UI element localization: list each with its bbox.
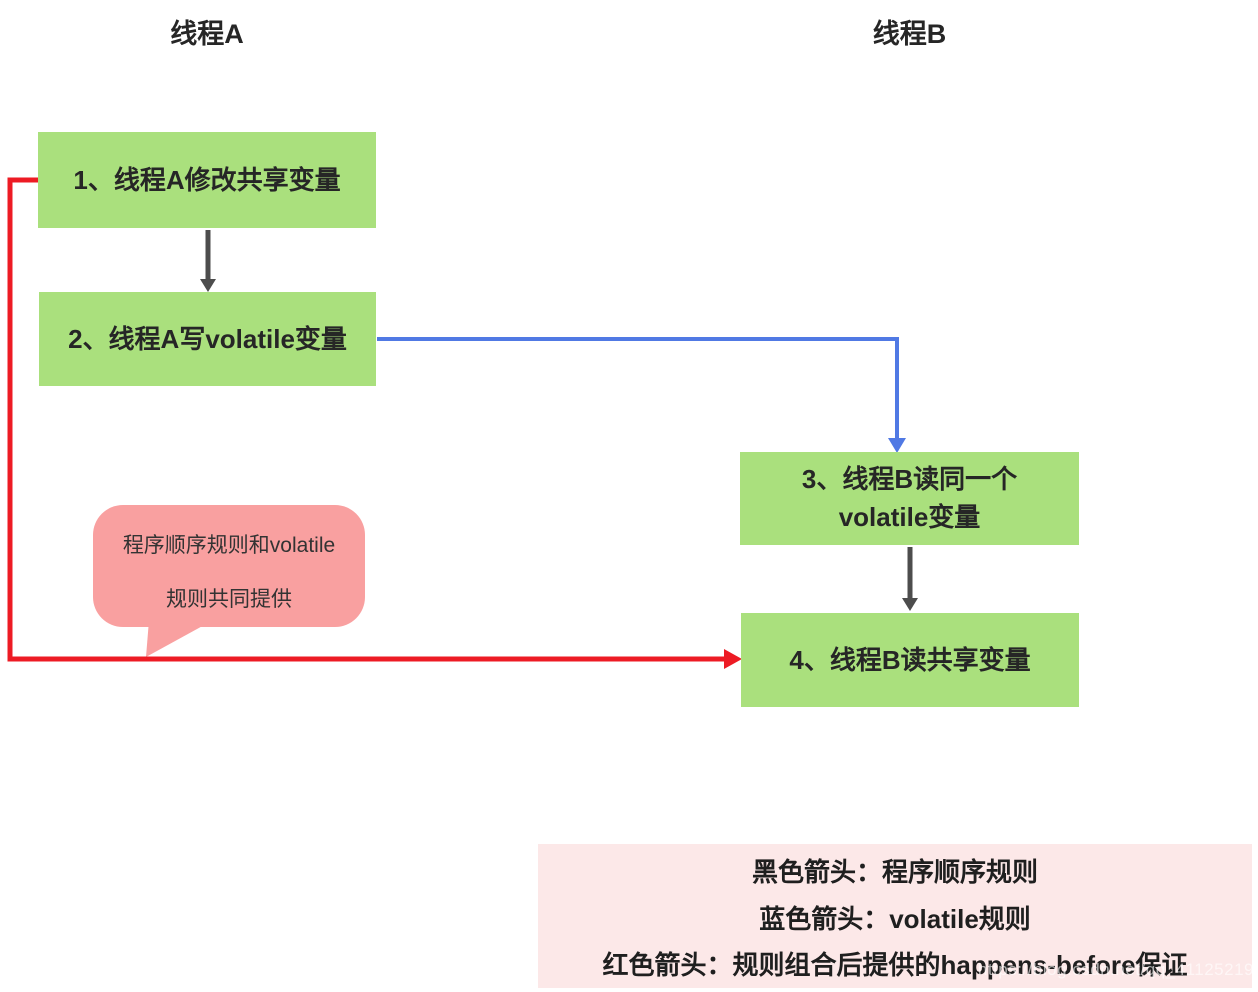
black-arrow-2-head <box>902 598 918 611</box>
step-3-label-line1: 3、线程B读同一个 <box>801 463 1018 494</box>
step-2-box: 2、线程A写volatile变量 <box>39 292 376 386</box>
watermark-url: https://blog.csdn.net/qq_41125219 <box>977 960 1254 979</box>
legend-red-arrow-line: 红色箭头：规则组合后提供的happens-before保证 <box>602 950 1188 981</box>
blue-arrow-head <box>888 438 906 453</box>
thread-a-title: 线程A <box>170 19 244 49</box>
legend-black-arrow-line: 黑色箭头：程序顺序规则 <box>751 857 1038 887</box>
legend-box: 黑色箭头：程序顺序规则 蓝色箭头：volatile规则 红色箭头：规则组合后提供… <box>538 844 1252 988</box>
callout-bubble: 程序顺序规则和volatile 规则共同提供 <box>93 505 365 627</box>
red-arrow-head <box>724 649 742 669</box>
callout-line1: 程序顺序规则和volatile <box>122 534 336 557</box>
red-arrow-line <box>7 177 726 662</box>
thread-b-title: 线程B <box>872 19 947 49</box>
callout-line2: 规则共同提供 <box>166 588 292 611</box>
step-3-label-line2: volatile变量 <box>838 501 981 532</box>
legend-blue-arrow-line: 蓝色箭头：volatile规则 <box>759 903 1031 934</box>
step-4-label: 4、线程B读共享变量 <box>789 644 1031 675</box>
step-4-box: 4、线程B读共享变量 <box>741 613 1079 707</box>
step-1-box: 1、线程A修改共享变量 <box>38 132 376 228</box>
blue-arrow-line <box>377 337 899 440</box>
step-1-label: 1、线程A修改共享变量 <box>73 164 341 195</box>
black-arrow-1-head <box>200 279 216 292</box>
step-3-box: 3、线程B读同一个 volatile变量 <box>740 452 1079 545</box>
step-2-label: 2、线程A写volatile变量 <box>68 323 347 354</box>
